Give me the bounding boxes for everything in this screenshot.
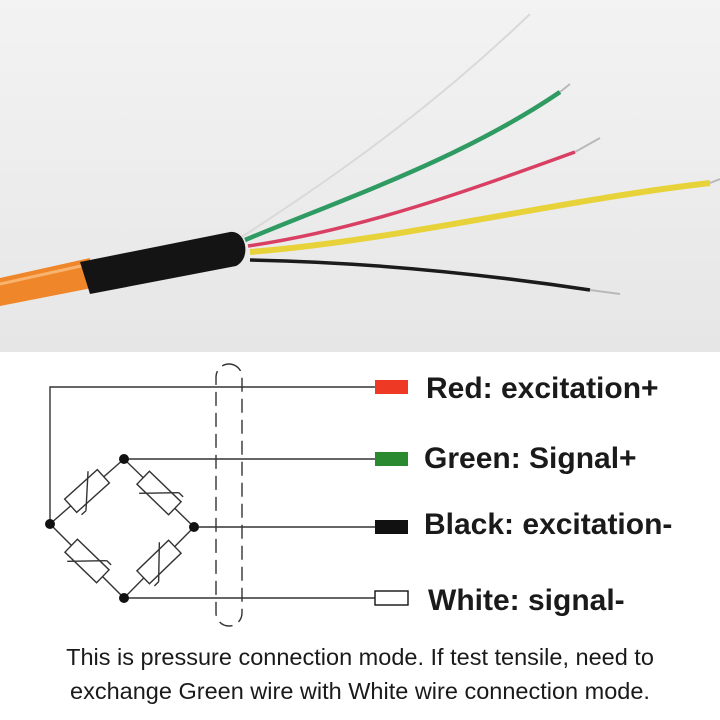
node-top — [119, 454, 129, 464]
red-swatch — [375, 380, 408, 394]
cable-highlight — [0, 262, 91, 286]
connection-note: This is pressure connection mode. If tes… — [0, 640, 720, 708]
strain-gauge-top-right — [135, 470, 184, 516]
yellow-wire — [249, 180, 711, 255]
strain-gauge-bottom-left — [63, 538, 112, 584]
node-right — [189, 522, 199, 532]
pink-wire — [247, 150, 576, 248]
green-wire — [244, 90, 562, 243]
black-wire — [249, 258, 591, 292]
strain-gauge-bottom-right — [135, 539, 183, 587]
photo-background — [0, 0, 720, 352]
wire-tips — [559, 83, 720, 295]
strain-gauge-top-left — [63, 468, 111, 516]
note-line-1: This is pressure connection mode. If tes… — [66, 644, 654, 670]
white-swatch — [374, 590, 409, 606]
cable-photo — [0, 0, 720, 352]
heat-shrink — [80, 231, 246, 294]
cable-shield — [215, 363, 243, 627]
white-wire-label: White: signal- — [428, 584, 625, 617]
black-swatch — [375, 520, 408, 534]
green-wire-label: Green: Signal+ — [424, 442, 637, 475]
wiring-diagram — [45, 363, 409, 627]
note-line-2: exchange Green wire with White wire conn… — [70, 678, 650, 704]
green-swatch — [375, 452, 408, 466]
node-bottom — [119, 593, 129, 603]
white-wire — [239, 13, 531, 239]
red-connection — [49, 386, 375, 524]
black-wire-label: Black: excitation- — [424, 508, 673, 541]
node-left — [45, 519, 55, 529]
red-wire-label: Red: excitation+ — [426, 372, 659, 405]
